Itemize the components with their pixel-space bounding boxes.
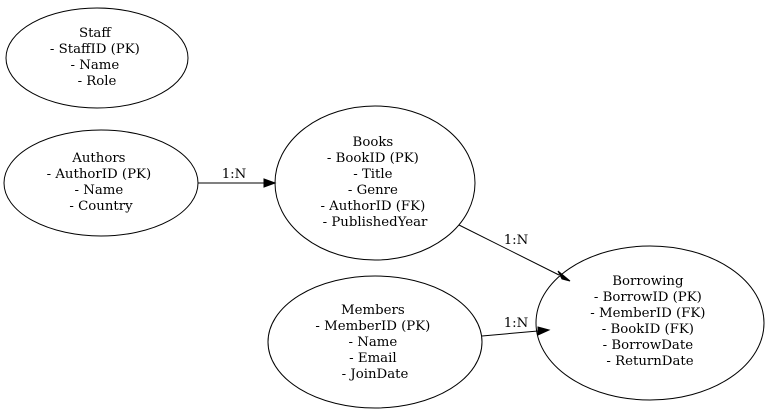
entity-members-line: - Name bbox=[349, 335, 398, 350]
entity-borrowing-line: - BorrowDate bbox=[603, 338, 694, 353]
entity-borrowing-line: - BookID (FK) bbox=[602, 322, 694, 337]
entity-books: Books - BookID (PK) - Title - Genre - Au… bbox=[274, 105, 476, 261]
edge-members-borrowing: 1:N bbox=[481, 316, 551, 337]
entity-members-line: - Email bbox=[349, 351, 396, 366]
edge-authors-books-label: 1:N bbox=[222, 167, 247, 182]
entity-authors-label: Authors - AuthorID (PK) - Name - Country bbox=[47, 151, 156, 214]
entity-authors-line: - Country bbox=[69, 199, 133, 214]
entity-staff-line: - Role bbox=[78, 74, 117, 89]
edge-authors-books-arrowhead bbox=[263, 178, 277, 188]
entity-staff: Staff - StaffID (PK) - Name - Role bbox=[5, 7, 189, 109]
edge-members-borrowing-line bbox=[481, 330, 539, 337]
entity-books-line: - Title bbox=[353, 167, 392, 182]
edge-books-borrowing-arrowhead bbox=[557, 270, 571, 282]
edge-books-borrowing: 1:N bbox=[458, 224, 571, 282]
entity-borrowing-line: - ReturnDate bbox=[606, 354, 693, 369]
entity-authors: Authors - AuthorID (PK) - Name - Country bbox=[3, 129, 199, 237]
entity-staff-shape bbox=[5, 7, 189, 109]
entity-authors-line: Authors bbox=[71, 151, 125, 166]
entity-borrowing-label: Borrowing - BorrowID (PK) - MemberID (FK… bbox=[590, 274, 709, 369]
entity-borrowing-line: Borrowing bbox=[612, 274, 684, 289]
edge-books-borrowing-line bbox=[458, 224, 560, 276]
entity-members-line: - MemberID (PK) bbox=[315, 319, 430, 334]
edge-members-borrowing-label: 1:N bbox=[504, 316, 529, 331]
entity-authors-line: - AuthorID (PK) bbox=[47, 167, 152, 182]
entity-staff-line: Staff bbox=[79, 26, 112, 41]
entity-staff-line: - Name bbox=[71, 58, 120, 73]
entity-borrowing: Borrowing - BorrowID (PK) - MemberID (FK… bbox=[535, 245, 765, 401]
entity-authors-line: - Name bbox=[75, 183, 124, 198]
edge-books-borrowing-label: 1:N bbox=[504, 233, 529, 248]
entity-members: Members - MemberID (PK) - Name - Email -… bbox=[267, 275, 483, 409]
entity-books-line: - Genre bbox=[348, 183, 398, 198]
entity-members-shape bbox=[267, 275, 483, 409]
entity-borrowing-shape bbox=[535, 245, 765, 401]
entity-staff-line: - StaffID (PK) bbox=[50, 42, 140, 57]
entity-books-line: Books bbox=[353, 135, 394, 150]
entity-books-line: - PublishedYear bbox=[323, 215, 428, 230]
entity-borrowing-line: - BorrowID (PK) bbox=[594, 290, 702, 305]
entity-members-label: Members - MemberID (PK) - Name - Email -… bbox=[315, 303, 434, 382]
entity-books-label: Books - BookID (PK) - Title - Genre - Au… bbox=[320, 135, 429, 230]
entity-members-line: Members bbox=[341, 303, 405, 318]
entity-borrowing-line: - MemberID (FK) bbox=[590, 306, 705, 321]
edge-authors-books: 1:N bbox=[198, 167, 277, 188]
edge-members-borrowing-arrowhead bbox=[537, 326, 551, 336]
entity-books-line: - AuthorID (FK) bbox=[320, 199, 425, 214]
entity-members-line: - JoinDate bbox=[342, 367, 409, 382]
entity-staff-label: Staff - StaffID (PK) - Name - Role bbox=[50, 26, 144, 89]
entity-books-line: - BookID (PK) bbox=[327, 151, 419, 166]
